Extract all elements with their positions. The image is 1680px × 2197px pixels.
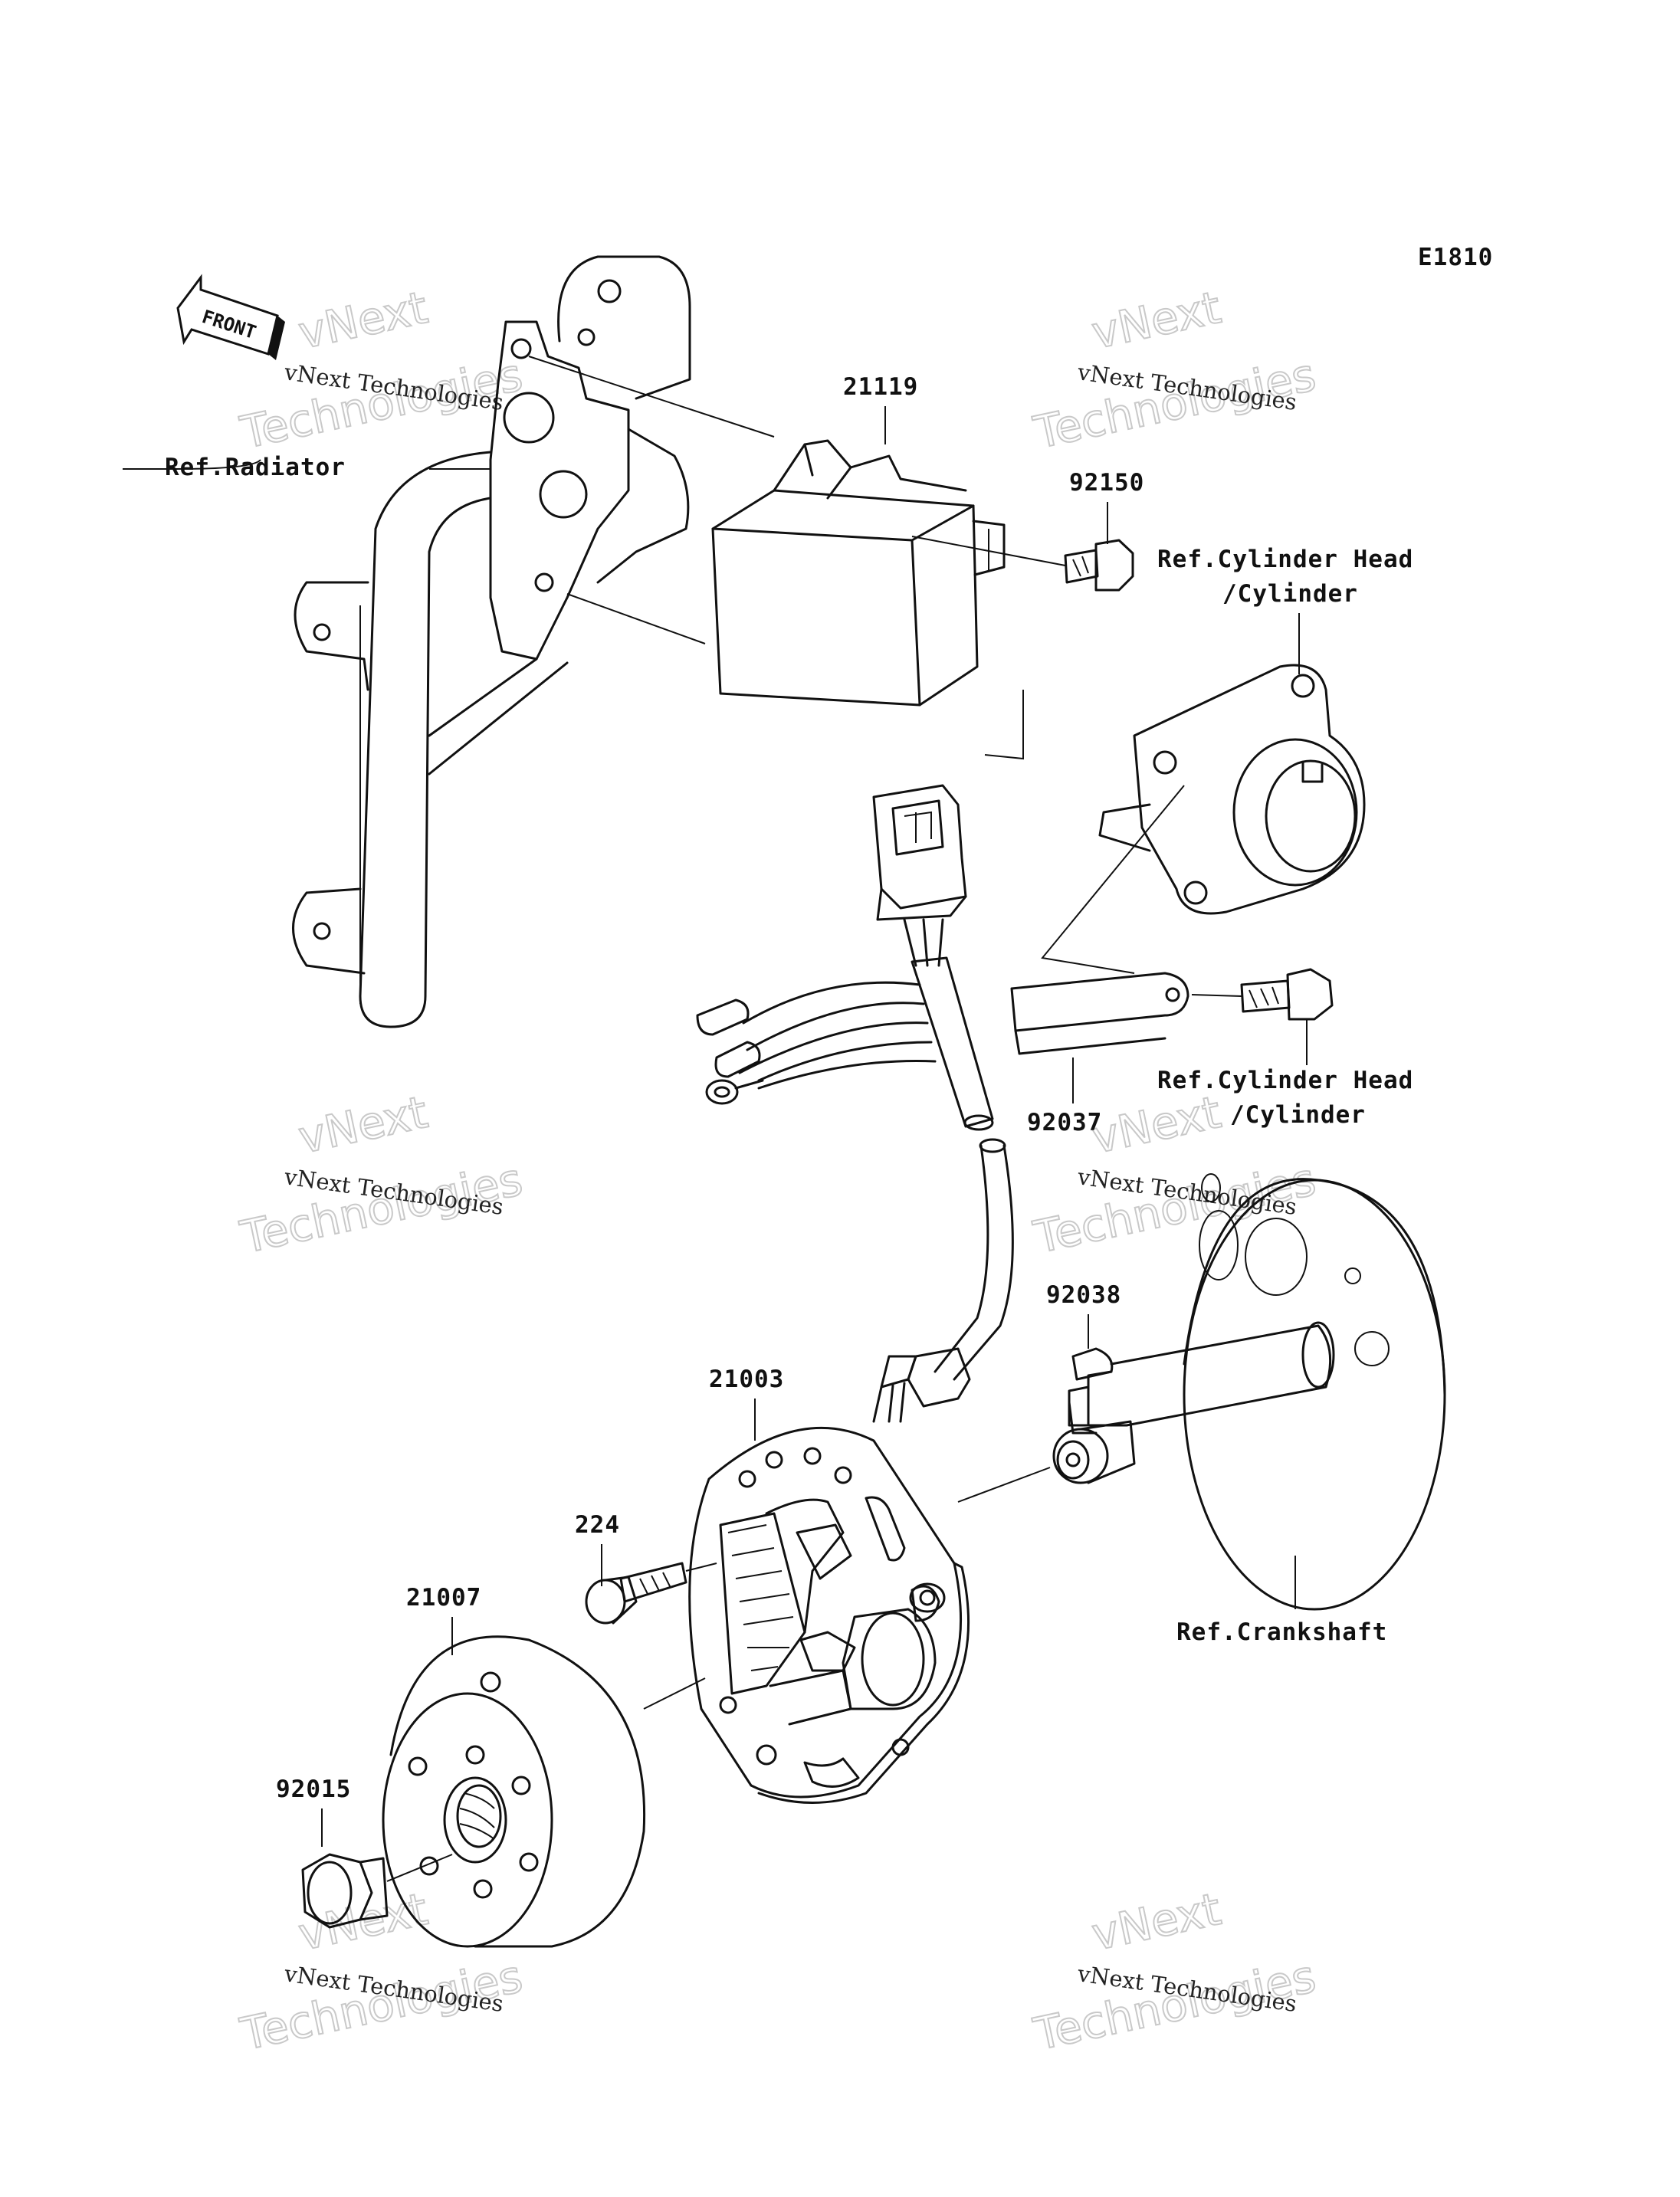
- ref-cylinder-1: /Cylinder: [1222, 580, 1358, 608]
- watermark-bottom-left: vNext Technologies vNext Technologies: [235, 1882, 528, 2061]
- watermark-bottom-right: vNext Technologies vNext Technologies: [1029, 1882, 1321, 2061]
- svg-text:vNext: vNext: [1088, 281, 1226, 359]
- watermark-top-left: vNext Technologies vNext Technologies: [235, 280, 528, 460]
- svg-text:vNext: vNext: [294, 1086, 432, 1164]
- screw-224: [585, 1562, 687, 1625]
- leader-92150-cdi: [911, 536, 1066, 566]
- label-224: 224: [575, 1511, 620, 1539]
- leader-sensor-bolt: [1191, 994, 1242, 997]
- bolt-92150: [1064, 539, 1134, 592]
- leader-radiator: [123, 459, 491, 470]
- ref-cylinder-head-2: Ref.Cylinder Head: [1157, 1067, 1413, 1094]
- label-21119: 21119: [843, 373, 918, 401]
- svg-text:vNext: vNext: [1088, 1086, 1226, 1164]
- svg-text:vNext: vNext: [1088, 1883, 1226, 1961]
- leader-nut-rotor: [386, 1854, 453, 1882]
- leader-cdi-bottom: [984, 690, 1024, 760]
- bolt-sensor: [1240, 968, 1334, 1021]
- ref-cylinder-head-1: Ref.Cylinder Head: [1157, 546, 1413, 573]
- label-92037: 92037: [1027, 1109, 1102, 1136]
- stator-plate: [688, 1426, 970, 1804]
- sensor-bracket: [1010, 972, 1189, 1055]
- radiator-bracket: [292, 255, 691, 1028]
- leader-bracket-cdi-top: [528, 356, 775, 438]
- leader-screw-stator: [685, 1562, 717, 1572]
- svg-text:vNext: vNext: [294, 1883, 432, 1961]
- flywheel-rotor: [382, 1635, 646, 1948]
- leader-rotor-stator: [643, 1677, 706, 1710]
- leader-shaft-stator: [957, 1467, 1051, 1503]
- nut-92015: [301, 1853, 389, 1929]
- watermark-top-right: vNext Technologies vNext Technologies: [1029, 280, 1321, 460]
- wiring-harness: [696, 784, 1014, 1423]
- label-92150: 92150: [1069, 469, 1144, 497]
- svg-text:vNext: vNext: [294, 281, 432, 359]
- label-92015: 92015: [276, 1776, 351, 1803]
- front-arrow-icon: FRONT: [176, 274, 285, 360]
- label-21007: 21007: [406, 1584, 481, 1612]
- diagram-code: E1810: [1418, 244, 1493, 271]
- crankshaft-ref: [1052, 1173, 1446, 1611]
- ref-crankshaft: Ref.Crankshaft: [1176, 1618, 1387, 1646]
- ref-cylinder-2: /Cylinder: [1230, 1101, 1366, 1129]
- label-92038: 92038: [1046, 1281, 1121, 1309]
- leader-bracket-cdi-bottom: [566, 593, 706, 644]
- watermark-mid-left: vNext Technologies vNext Technologies: [235, 1085, 528, 1264]
- ref-radiator: Ref.Radiator: [165, 454, 346, 481]
- leader-cyl-head-sensor: [1041, 785, 1185, 974]
- cylinder-head-part: [1098, 664, 1366, 915]
- label-21003: 21003: [709, 1366, 784, 1393]
- cdi-unit: [711, 439, 1006, 707]
